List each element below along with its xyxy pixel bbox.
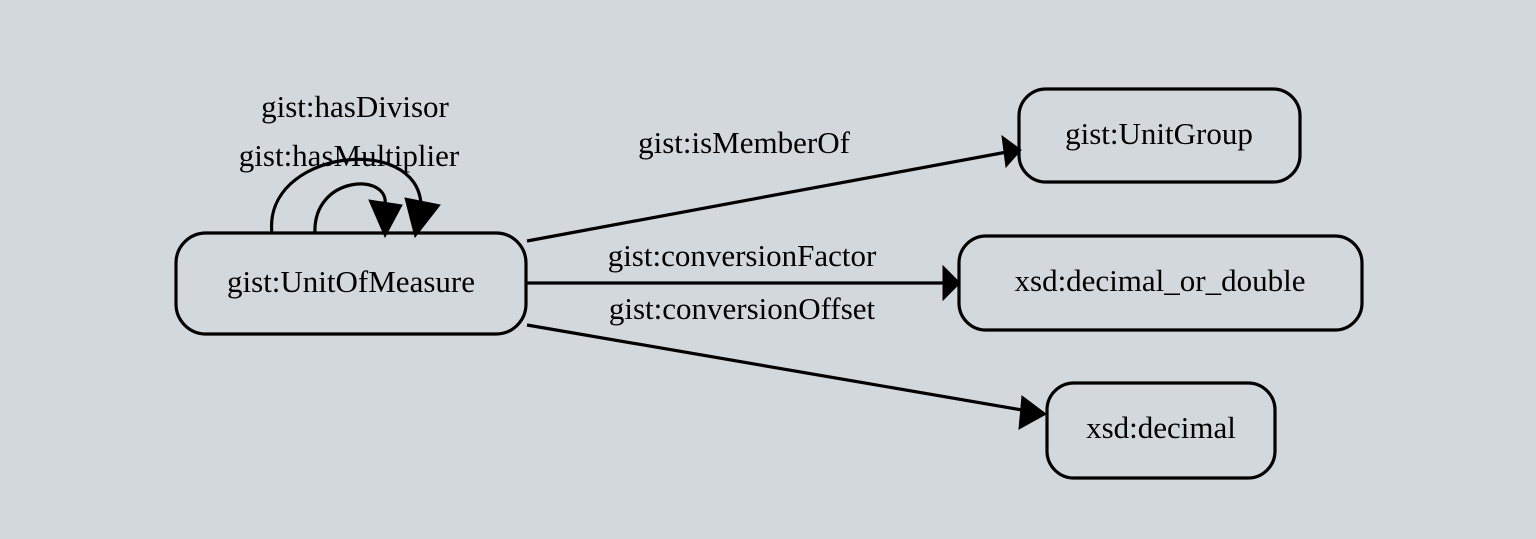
edge-label-conversion-factor: gist:conversionFactor <box>608 238 877 273</box>
edge-conversion-offset <box>526 323 1047 430</box>
conversion-offset-arrowhead <box>1018 395 1047 430</box>
edge-label-conversion-offset: gist:conversionOffset <box>609 291 876 326</box>
unit-group-label: gist:UnitGroup <box>1065 116 1253 151</box>
node-decimal[interactable]: xsd:decimal <box>1045 381 1277 480</box>
decimal-shape[interactable] <box>1045 381 1277 480</box>
is-member-of-arrowhead <box>1001 134 1022 169</box>
edge-label-is-member-of: gist:isMemberOf <box>638 125 850 160</box>
edge-label-has-divisor: gist:hasDivisor <box>261 89 449 124</box>
edge-label-has-multiplier: gist:hasMultiplier <box>239 138 460 173</box>
unit-group-shape[interactable] <box>1017 87 1302 184</box>
edge-is-member-of <box>526 134 1022 243</box>
unit-of-measure-label: gist:UnitOfMeasure <box>227 264 475 299</box>
decimal-or-double-label: xsd:decimal_or_double <box>1015 263 1306 298</box>
decimal-label: xsd:decimal <box>1086 410 1236 445</box>
conversion-factor-arrowhead <box>942 264 961 302</box>
node-decimal-or-double[interactable]: xsd:decimal_or_double <box>957 234 1364 332</box>
has-divisor-path <box>270 157 423 235</box>
decimal-or-double-shape[interactable] <box>957 234 1364 332</box>
has-multiplier-arrowhead <box>368 199 403 239</box>
edge-has-multiplier <box>313 182 403 239</box>
conversion-offset-path <box>526 323 1029 413</box>
edge-has-divisor <box>270 157 441 239</box>
node-unit-group[interactable]: gist:UnitGroup <box>1017 87 1302 184</box>
edge-conversion-factor <box>527 264 961 302</box>
has-multiplier-path <box>313 182 387 235</box>
node-unit-of-measure[interactable]: gist:UnitOfMeasure <box>174 231 528 336</box>
is-member-of-path <box>526 150 1008 243</box>
unit-of-measure-shape[interactable] <box>174 231 528 336</box>
has-divisor-arrowhead <box>404 197 441 239</box>
